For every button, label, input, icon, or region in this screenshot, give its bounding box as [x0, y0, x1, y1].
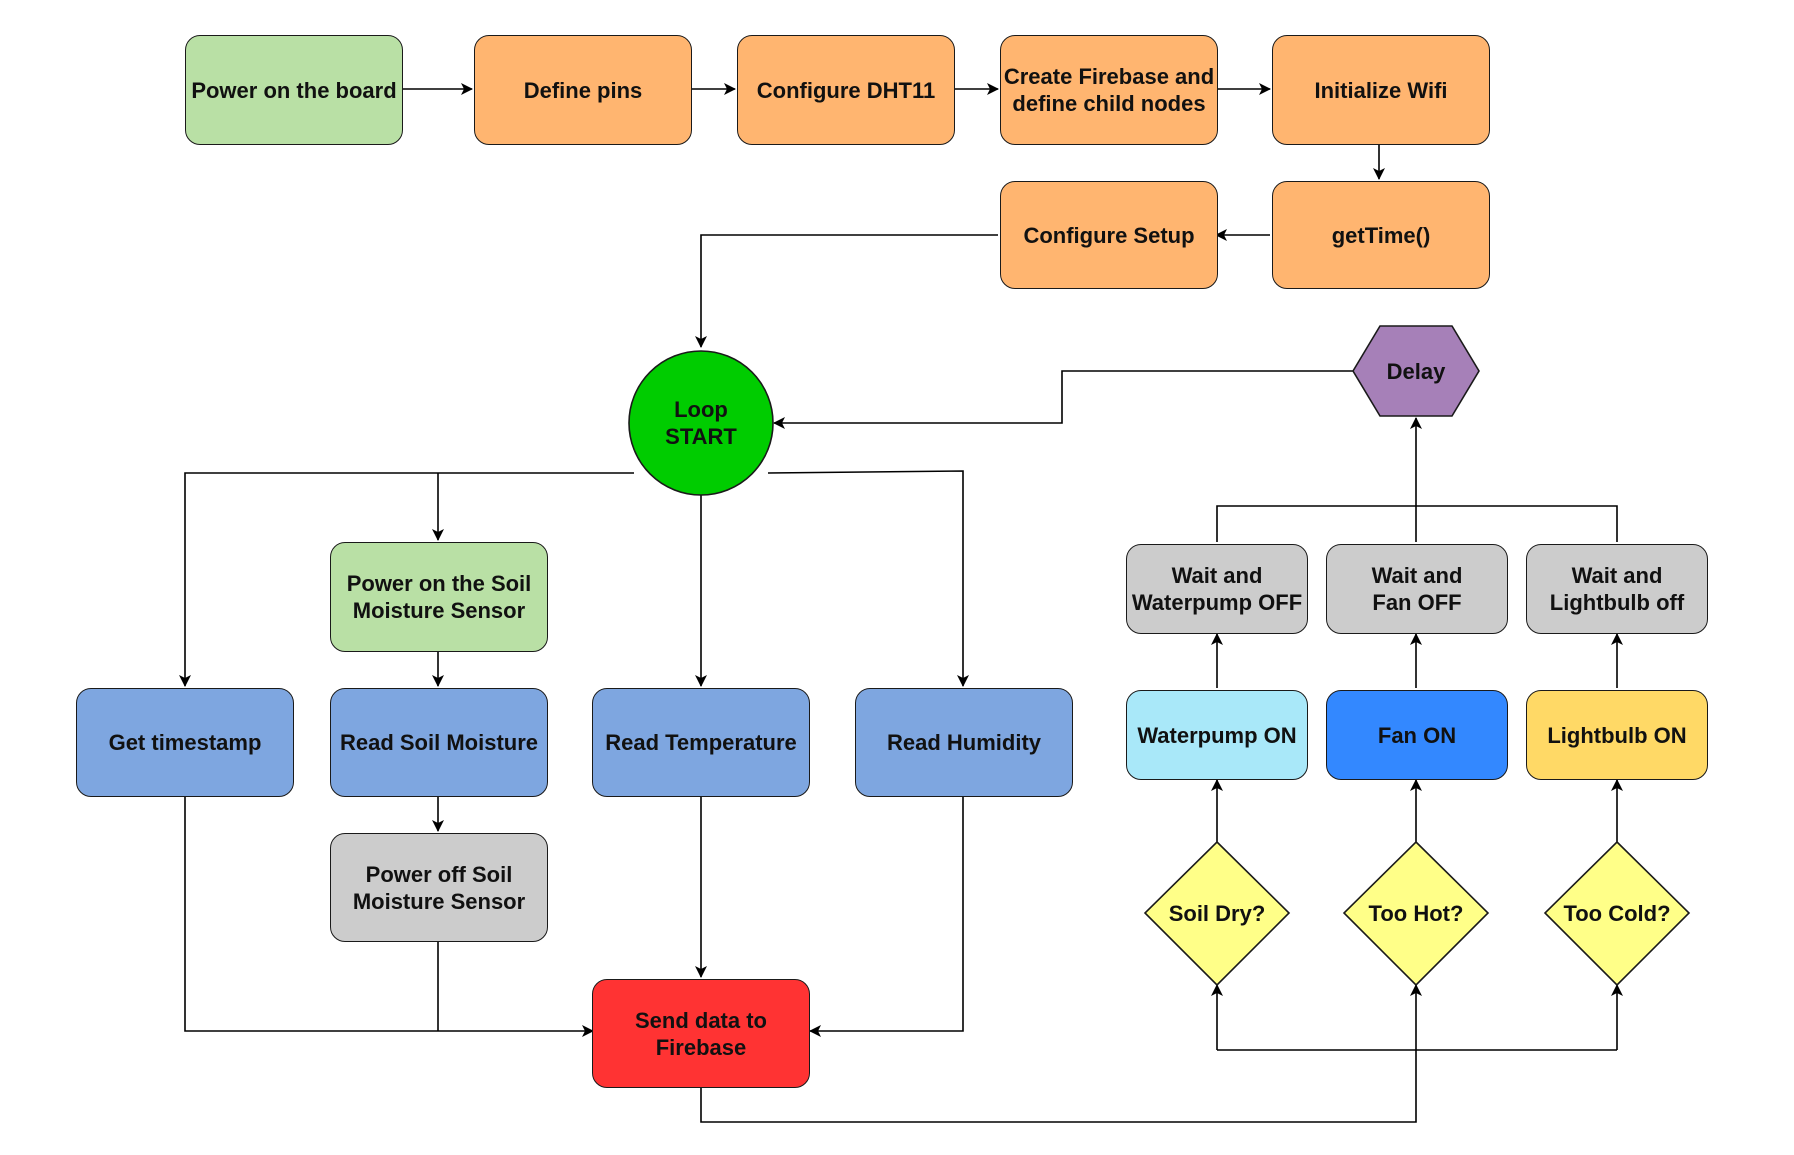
edge-loop-to-humidity — [767, 470, 969, 687]
edge-delay-to-loop — [773, 370, 1353, 429]
too-cold-label: Too Cold? — [1563, 901, 1671, 926]
too-cold-diamond — [1543, 840, 1691, 987]
loop-start-circle — [628, 350, 774, 496]
wait-waterpump-off-node: Wait and Waterpump OFF — [1126, 544, 1308, 634]
edge-timestamp-to-send — [184, 797, 594, 1037]
configure-dht11-node: Configure DHT11 — [737, 35, 955, 145]
initialize-wifi-node: Initialize Wifi — [1272, 35, 1490, 145]
read-humidity-node: Read Humidity — [855, 688, 1073, 797]
too-hot-diamond — [1342, 840, 1490, 987]
power-off-soil-sensor-node: Power off Soil Moisture Sensor — [330, 833, 548, 942]
edge-loop-to-timestamp — [179, 472, 634, 687]
wait-lightbulb-off-node: Wait and Lightbulb off — [1526, 544, 1708, 634]
waterpump-on-node: Waterpump ON — [1126, 690, 1308, 780]
lightbulb-on-node: Lightbulb ON — [1526, 690, 1708, 780]
fan-on-node: Fan ON — [1326, 690, 1508, 780]
too-hot-label: Too Hot? — [1368, 901, 1464, 926]
power-on-board-node: Power on the board — [185, 35, 403, 145]
delay-hexagon — [1352, 325, 1480, 417]
power-on-soil-sensor-node: Power on the Soil Moisture Sensor — [330, 542, 548, 652]
edge-wait-bus — [1216, 505, 1618, 542]
soil-dry-label: Soil Dry? — [1168, 901, 1266, 926]
soil-dry-diamond — [1143, 840, 1291, 987]
edge-send-to-decisions — [700, 984, 1422, 1123]
send-data-firebase-node: Send data to Firebase — [592, 979, 810, 1088]
read-soil-moisture-node: Read Soil Moisture — [330, 688, 548, 797]
delay-label: Delay — [1386, 358, 1446, 384]
gettime-node: getTime() — [1272, 181, 1490, 289]
read-temperature-node: Read Temperature — [592, 688, 810, 797]
loop-start-label: Loop START — [665, 397, 737, 449]
edge-humidity-to-send — [809, 797, 964, 1037]
create-firebase-node: Create Firebase and define child nodes — [1000, 35, 1218, 145]
get-timestamp-node: Get timestamp — [76, 688, 294, 797]
wait-fan-off-node: Wait and Fan OFF — [1326, 544, 1508, 634]
define-pins-node: Define pins — [474, 35, 692, 145]
configure-setup-node: Configure Setup — [1000, 181, 1218, 289]
edge-setup-to-loop — [695, 234, 998, 348]
